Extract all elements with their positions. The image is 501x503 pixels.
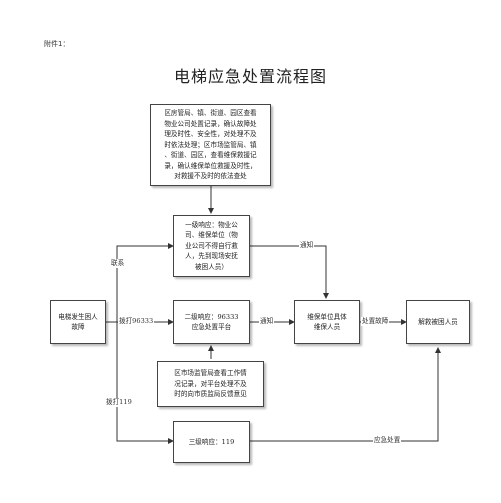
label-notify-level1: 通知 (299, 241, 315, 250)
box-rescue-trapped: 解救被困人员 (406, 300, 470, 344)
arrow-level3-to-rescue (250, 347, 441, 442)
label-contact: 联系 (110, 259, 126, 268)
box-level3-response: 三级响应：119 (173, 421, 250, 463)
box-maintenance-staff: 维保单位具体 维保人员 (294, 300, 360, 344)
attachment-label: 附件1： (44, 40, 70, 48)
label-emergency-handling: 应急处置 (373, 436, 402, 445)
arrow-contact-to-level1 (116, 243, 174, 322)
box-supervision-check: 区房管局、镇、街道、园区查看 物业公司处置记录，确认故障处 理及时性、安全性，对… (150, 104, 271, 186)
label-notify-level2: 通知 (259, 317, 275, 326)
box-market-check: 区市场监管局查看工作情 况记录，对平台处理不及 时的向市质监局反馈意见 (157, 361, 264, 407)
label-dial-119: 拨打119 (105, 398, 133, 407)
arrow-level1-to-maintenance (250, 245, 329, 299)
box-level2-response: 二级响应：96333 应急处置平台 (173, 300, 250, 344)
box-level1-response: 一级响应：物业公 司、维保单位（物 业公司不得自行救 人，先到现场安抚 被困人员… (173, 215, 250, 277)
arrow-119-to-level3 (116, 322, 174, 444)
page-title: 电梯应急处置流程图 (173, 67, 327, 86)
box-trapped-fault: 电梯发生困人 故障 (50, 300, 106, 344)
label-dial-96333: 拨打96333 (118, 317, 155, 326)
label-handle-fault: 处置故障 (361, 317, 390, 326)
